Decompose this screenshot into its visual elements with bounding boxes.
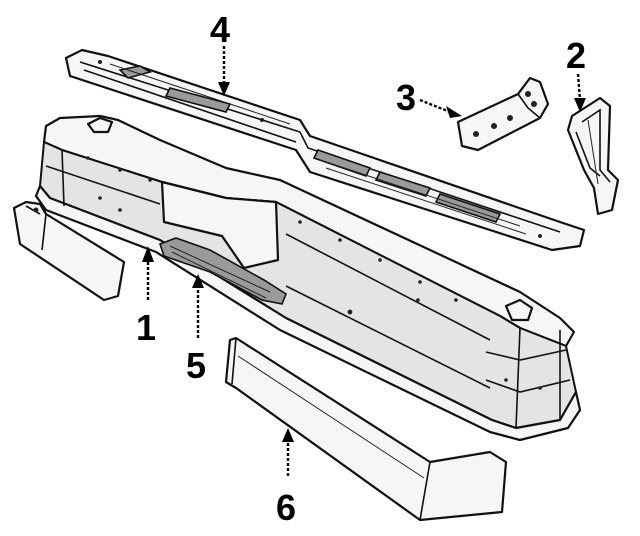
callout-3: 3 — [396, 77, 416, 118]
callout-arrow-4 — [218, 46, 230, 96]
callout-5: 5 — [186, 345, 206, 386]
callout-2: 2 — [566, 35, 586, 76]
center-step-part-5 — [158, 237, 287, 305]
callout-arrow-6 — [282, 428, 294, 476]
callout-arrow-3 — [419, 98, 462, 118]
callout-1: 1 — [136, 307, 156, 348]
callout-arrow-5 — [192, 274, 204, 338]
callout-4: 4 — [210, 9, 230, 50]
callout-6: 6 — [276, 487, 296, 528]
callout-arrow-2 — [574, 73, 586, 112]
callout-arrow-1 — [142, 246, 154, 300]
step-pad-part-4 — [64, 48, 586, 252]
brace-part-2 — [566, 96, 620, 216]
guard-strip-left — [12, 200, 126, 302]
guard-strip-part-6 — [224, 336, 508, 522]
bracket-part-3 — [456, 76, 550, 152]
